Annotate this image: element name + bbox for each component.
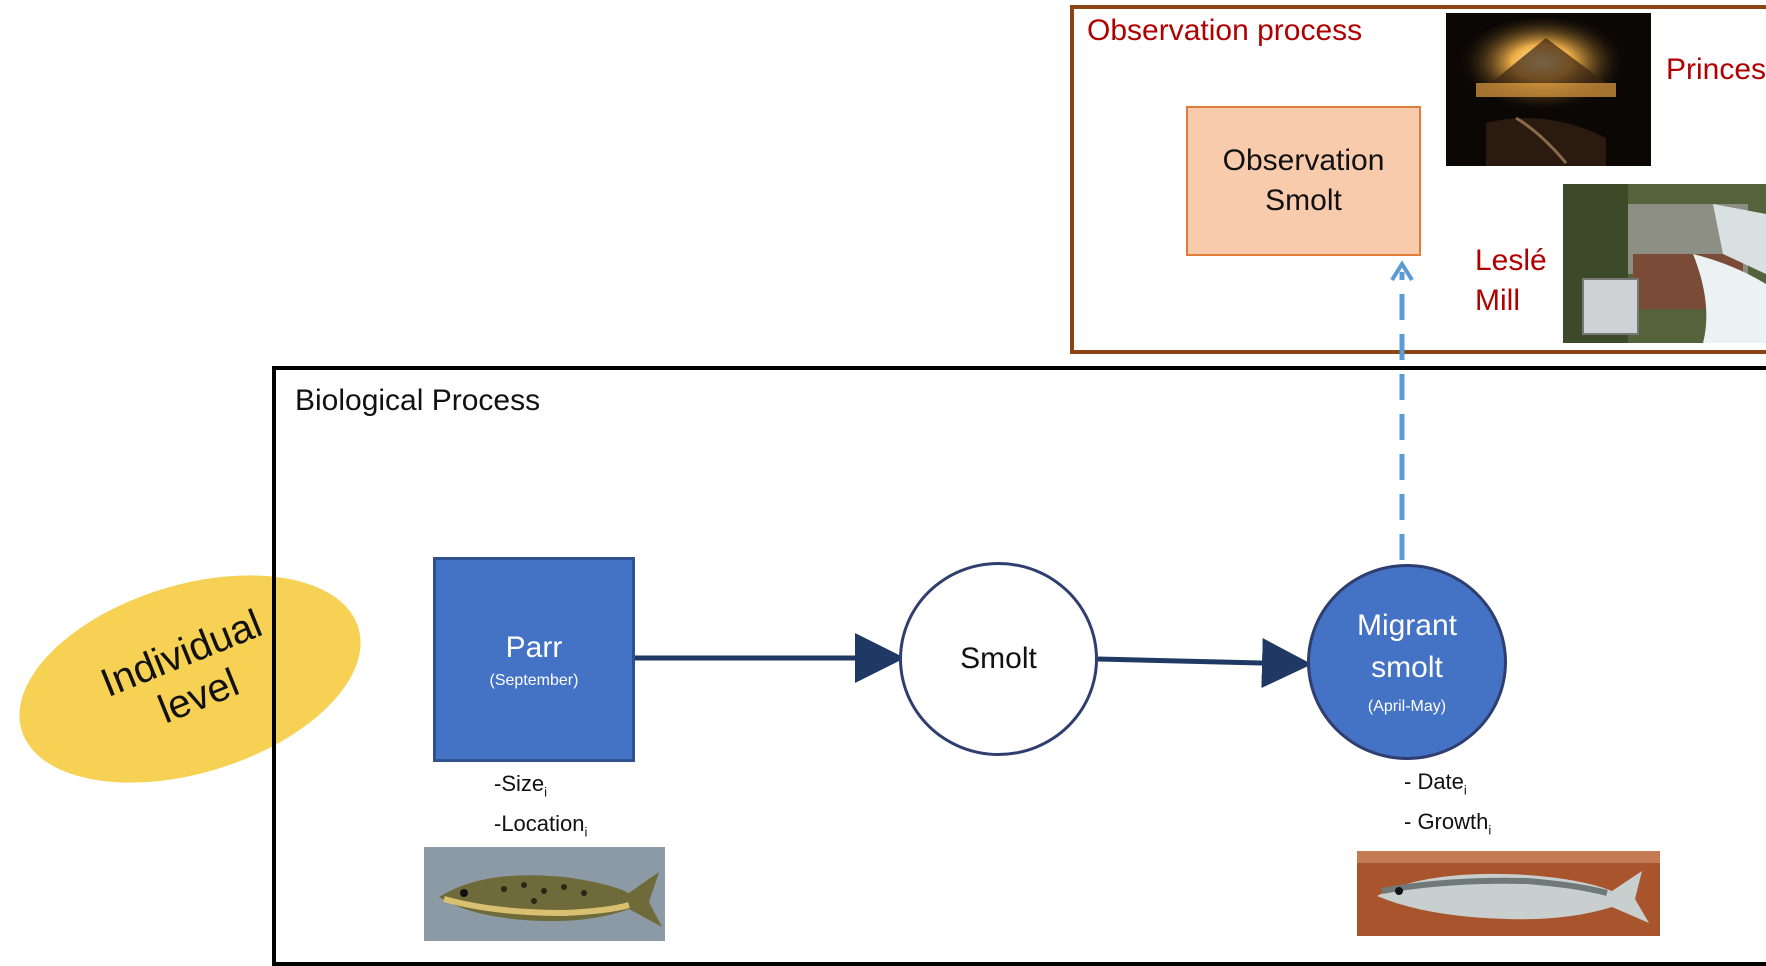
princess-mill-photo bbox=[1446, 13, 1651, 166]
parr-period: (September) bbox=[489, 671, 579, 689]
migrant-period: (April-May) bbox=[1367, 698, 1447, 715]
parr-attributes: -Sizei -Locationi bbox=[494, 768, 587, 849]
migrant-attributes: - Datei - Growthi bbox=[1404, 766, 1491, 847]
parr-attr-location: -Locationi bbox=[494, 811, 588, 840]
migrant-smolt-photo bbox=[1357, 851, 1660, 936]
princess-mill-label: Princess Mill bbox=[1666, 53, 1766, 86]
observation-box-line2: Smolt bbox=[1265, 184, 1342, 217]
parr-attr-size: -Sizei bbox=[494, 771, 548, 800]
smolt-label: Smolt bbox=[960, 642, 1037, 675]
lesle-mill-photo bbox=[1563, 184, 1766, 343]
arrow-smolt-to-migrant bbox=[1097, 638, 1312, 689]
migrant-line1: Migrant bbox=[1356, 609, 1458, 642]
smolt-node: Smolt bbox=[899, 562, 1098, 756]
lesle-mill-line1: Leslé bbox=[1475, 244, 1547, 277]
migrant-smolt-node: Migrant smolt (April-May) bbox=[1307, 564, 1507, 760]
parr-label: Parr bbox=[505, 630, 563, 664]
lesle-mill-label: Leslé Mill bbox=[1475, 241, 1547, 321]
biological-process-title: Biological Process bbox=[295, 384, 541, 417]
lesle-mill-line2: Mill bbox=[1475, 284, 1520, 317]
observation-box-line1: Observation bbox=[1222, 144, 1385, 177]
observation-process-frame bbox=[1070, 5, 1766, 354]
migrant-attr-growth: - Growthi bbox=[1404, 809, 1492, 838]
migrant-line2: smolt bbox=[1371, 651, 1443, 684]
parr-fish-photo bbox=[424, 847, 665, 941]
observation-smolt-box: Observation Smolt bbox=[1186, 106, 1421, 256]
migrant-attr-date: - Datei bbox=[1404, 769, 1467, 798]
observation-process-title: Observation process bbox=[1087, 14, 1363, 47]
dashed-arrow-head bbox=[1390, 260, 1414, 282]
parr-node: Parr (September) bbox=[433, 557, 635, 762]
